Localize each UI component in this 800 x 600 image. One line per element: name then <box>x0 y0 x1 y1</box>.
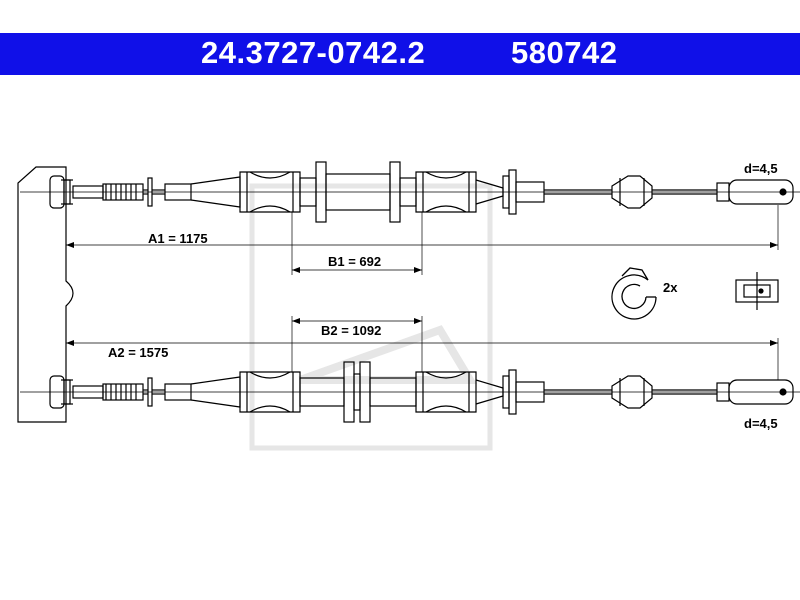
retaining-clip-icon <box>611 267 657 320</box>
cable-clip-icon <box>735 272 779 310</box>
label-d-top: d=4,5 <box>744 161 778 176</box>
label-b2: B2 = 1092 <box>321 323 381 338</box>
dimension-b2 <box>291 316 423 372</box>
label-a2: A2 = 1575 <box>108 345 168 360</box>
dimension-b1 <box>291 212 423 275</box>
title-bar: 24.3727-0742.2 580742 <box>0 33 800 75</box>
part-number: 24.3727-0742.2 <box>201 35 426 70</box>
label-clip-quantity: 2x <box>663 280 678 295</box>
reference-number: 580742 <box>511 35 618 70</box>
label-d-bottom: d=4,5 <box>744 416 778 431</box>
watermark-logo <box>249 183 493 451</box>
label-b1: B1 = 692 <box>328 254 381 269</box>
label-a1: A1 = 1175 <box>148 231 208 246</box>
mounting-bracket <box>17 166 74 423</box>
